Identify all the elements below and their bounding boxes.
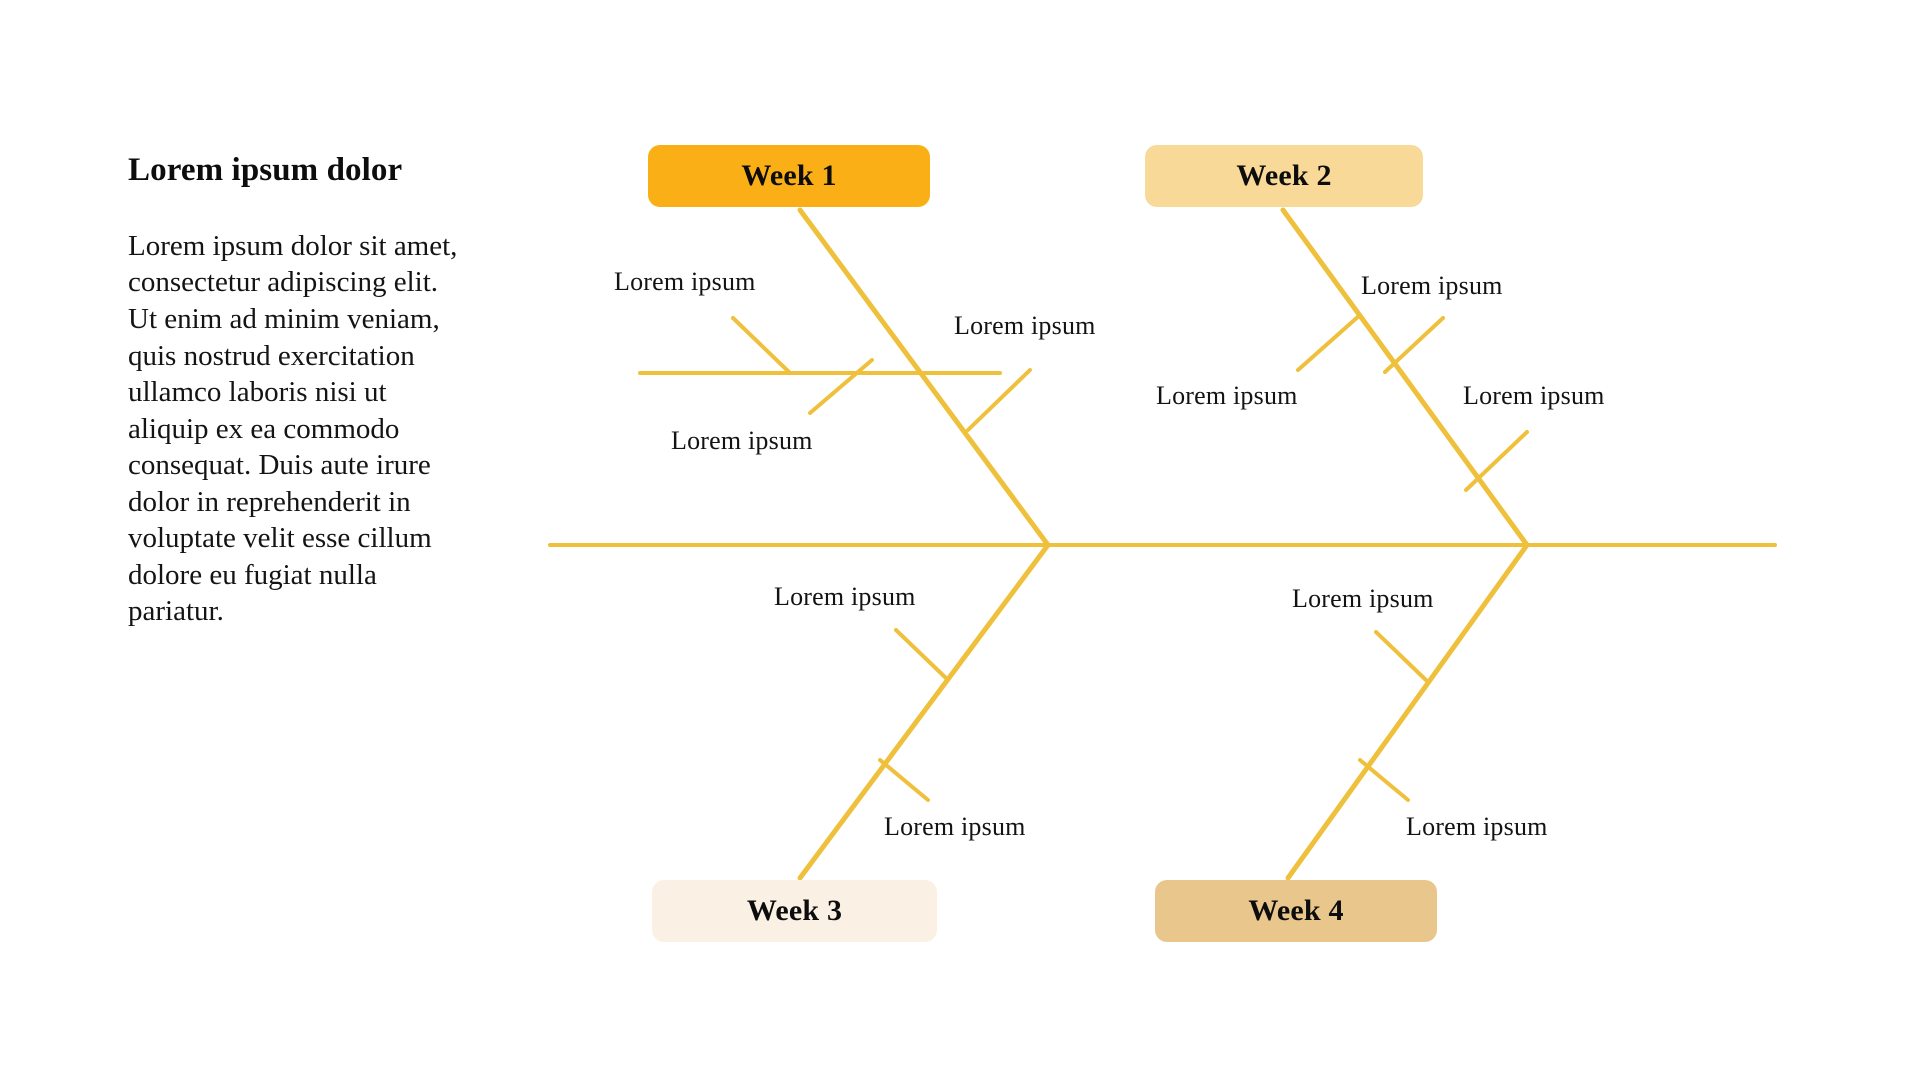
bone-week-3 xyxy=(797,542,1051,881)
subbone-week-1-c xyxy=(966,368,1032,432)
bone-week-1 xyxy=(797,207,1051,548)
cause-label-week-1-2: Lorem ipsum xyxy=(671,426,813,455)
body-paragraph: Lorem ipsum dolor sit amet, consectetur … xyxy=(128,229,458,628)
cause-label-week-4-2: Lorem ipsum xyxy=(1406,812,1548,841)
subbone-week-2-b xyxy=(1383,316,1445,374)
subbone-week-3-b xyxy=(878,758,930,802)
cause-label-week-1-1: Lorem ipsum xyxy=(614,267,756,296)
bone-week-2 xyxy=(1280,207,1530,548)
subbone-week-3-a xyxy=(894,628,950,682)
category-box-week-4[interactable]: Week 4 xyxy=(1155,880,1437,942)
category-box-week-1[interactable]: Week 1 xyxy=(648,145,930,207)
page-title: Lorem ipsum dolor xyxy=(128,152,403,188)
bone-week-4 xyxy=(1285,542,1530,881)
subbone-week-2-c xyxy=(1464,430,1529,492)
cause-label-week-2-3: Lorem ipsum xyxy=(1463,381,1605,410)
subbone-week-1-b xyxy=(808,358,874,415)
subbone-week-2-a xyxy=(1296,313,1362,372)
text-panel: Lorem ipsum dolor Lorem ipsum dolor sit … xyxy=(128,152,473,630)
cause-label-week-4-1: Lorem ipsum xyxy=(1292,584,1434,613)
cause-label-week-3-1: Lorem ipsum xyxy=(774,582,916,611)
cause-label-week-2-2: Lorem ipsum xyxy=(1156,381,1298,410)
cause-label-week-1-3: Lorem ipsum xyxy=(954,311,1096,340)
subbone-week-1-a xyxy=(731,316,792,375)
category-box-week-3[interactable]: Week 3 xyxy=(652,880,937,942)
cause-label-week-3-2: Lorem ipsum xyxy=(884,812,1026,841)
cause-label-week-2-1: Lorem ipsum xyxy=(1361,271,1503,300)
category-box-week-2[interactable]: Week 2 xyxy=(1145,145,1423,207)
subbone-week-4-b xyxy=(1358,758,1410,802)
subbone-week-4-a xyxy=(1374,630,1430,684)
